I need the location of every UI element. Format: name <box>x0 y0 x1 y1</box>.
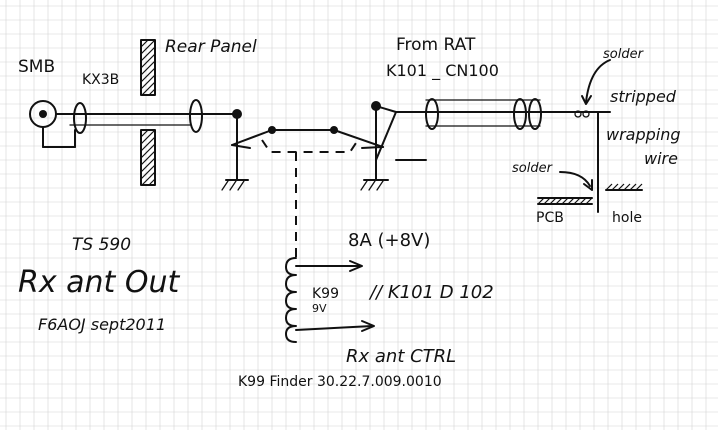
ground-left <box>221 179 249 191</box>
label-relay-voltage: 9V <box>312 302 327 315</box>
switch-right <box>271 101 384 181</box>
switch-left <box>231 109 276 181</box>
rear-panel-hatch-top <box>140 39 156 96</box>
label-smb: SMB <box>18 57 55 77</box>
page-title: Rx ant Out <box>18 265 180 300</box>
label-pcb: PCB <box>536 210 564 226</box>
relay-coil <box>285 257 375 343</box>
label-rear-panel: Rear Panel <box>165 37 257 57</box>
label-from-rat: From RAT <box>396 35 476 55</box>
label-stripped: stripped <box>610 87 677 106</box>
label-hole: hole <box>612 210 642 226</box>
label-kx3b: KX3B <box>82 72 119 88</box>
hole-hatch <box>605 183 643 191</box>
label-relay: K99 <box>312 286 339 302</box>
label-8a: 8A (+8V) <box>348 230 430 251</box>
label-rx-ant-ctrl: Rx ant CTRL <box>346 346 456 367</box>
label-k101-cn100: K101 _ CN100 <box>386 61 499 81</box>
label-part-ref: K99 Finder 30.22.7.009.0010 <box>238 374 442 390</box>
label-model: TS 590 <box>72 235 131 255</box>
solder-arrows <box>559 59 611 191</box>
relay-linkage-dashed <box>261 139 359 258</box>
pcb-detail <box>537 183 643 205</box>
label-k101-d102: // K101 D 102 <box>368 282 494 303</box>
rear-panel-wall <box>140 39 156 186</box>
coax-from-rat <box>375 98 611 213</box>
label-author: F6AOJ sept2011 <box>38 315 166 334</box>
coax-main-line <box>55 99 238 134</box>
label-solder-bottom: solder <box>512 161 554 176</box>
smb-connector <box>29 100 76 148</box>
ground-right <box>360 179 389 191</box>
label-wire: wire <box>644 149 678 168</box>
label-wrapping: wrapping <box>606 125 681 144</box>
rear-panel-hatch-bottom <box>140 129 156 186</box>
pcb-hatch <box>537 197 593 205</box>
label-solder-top: solder <box>603 47 645 62</box>
